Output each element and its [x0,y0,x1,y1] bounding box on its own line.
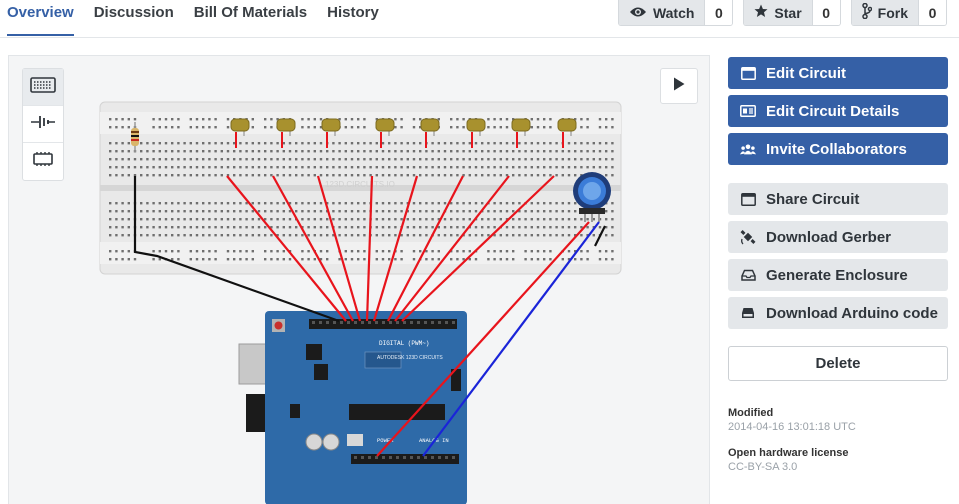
arduino-uno: DIGITAL (PWM~) AUTODESK 123D CIRCUITS PO… [238,311,467,504]
window-icon [740,65,756,81]
analog-wire [422,221,600,457]
license-info: Open hardware license CC-BY-SA 3.0 [728,447,848,473]
signal-wire [394,175,510,322]
watch-button[interactable]: Watch [618,0,705,25]
invite-collaborators-label: Invite Collaborators [766,140,907,158]
delete-label: Delete [815,355,861,372]
breadboard-view-icon [30,76,56,98]
signal-wire [272,175,354,322]
breadboard-watermark: 123D.CIRCUITS.IO [325,180,395,189]
wires [133,175,606,457]
fork-count: 0 [918,0,946,25]
star-label: Star [774,4,802,21]
window-icon [740,191,756,207]
edit-circuit-label: Edit Circuit [766,64,847,82]
edit-circuit-button[interactable]: Edit Circuit [728,57,948,89]
ground-wire [133,176,340,323]
board-brand: AUTODESK 123D CIRCUITS [377,355,443,361]
share-circuit-label: Share Circuit [766,190,860,208]
signal-wire [401,175,555,322]
delete-button[interactable]: Delete [728,346,948,381]
star-count: 0 [811,0,840,25]
share-circuit-button[interactable]: Share Circuit [728,183,948,215]
download-gerber-button[interactable]: Download Gerber [728,221,948,253]
fork-button[interactable]: Fork [851,0,918,25]
led [466,118,486,132]
edit-circuit-details-button[interactable]: Edit Circuit Details [728,95,948,127]
fork-counter[interactable]: Fork 0 [850,0,947,26]
led [230,118,250,132]
star-counter[interactable]: Star 0 [743,0,841,26]
circuit-drawing: 123D.CIRCUITS.IO [99,101,622,504]
pot-ground-wire [594,225,606,247]
resistor [131,122,139,152]
watch-label: Watch [652,4,695,21]
tab-bar: Overview Discussion Bill Of Materials Hi… [0,0,389,36]
breadboard-view-button[interactable] [23,69,63,106]
modified-value: 2014-04-16 13:01:18 UTC [728,421,856,433]
star-icon [754,4,768,21]
breadboard-holes [109,118,614,261]
led [420,118,440,132]
signal-wire [372,175,419,322]
signal-wire [387,175,464,322]
tab-overview[interactable]: Overview [7,0,74,36]
breadboard: 123D.CIRCUITS.IO [99,101,622,275]
tab-bill-of-materials[interactable]: Bill Of Materials [193,4,308,21]
modified-label: Modified [728,407,774,419]
download-arduino-code-button[interactable]: Download Arduino code [728,297,948,329]
social-counters: Watch 0 Star 0 Fork 0 [617,0,947,26]
license-value[interactable]: CC-BY-SA 3.0 [728,461,798,473]
license-label: Open hardware license [728,447,849,459]
led-row [230,118,577,148]
tab-history[interactable]: History [327,4,379,21]
schematic-view-icon [30,114,56,135]
led [511,118,531,132]
satellite-icon [740,229,756,245]
star-button[interactable]: Star [744,0,812,25]
circuit-canvas[interactable]: 123D.CIRCUITS.IO [8,55,710,504]
tab-divider [0,37,959,38]
invite-collaborators-button[interactable]: Invite Collaborators [728,133,948,165]
power-wire [376,221,590,457]
led [375,118,395,132]
modified-info: Modified 2014-04-16 13:01:18 UTC [728,407,856,433]
power-analog-header [354,456,455,459]
pcb-view-button[interactable] [23,143,63,180]
digital-header [312,321,455,324]
power-label: POWER [377,437,394,444]
download-arduino-code-label: Download Arduino code [766,304,938,322]
signal-wire [365,175,374,322]
schematic-view-button[interactable] [23,106,63,143]
tray-icon [740,267,756,283]
users-icon [740,141,756,157]
potentiometer [573,172,611,222]
download-gerber-label: Download Gerber [766,228,892,246]
signal-wire [316,175,362,322]
watch-counter[interactable]: Watch 0 [617,0,734,26]
pcb-view-icon [30,151,56,172]
fork-label: Fork [877,4,908,21]
hdd-icon [740,305,756,321]
signal-wire [226,175,347,322]
simulate-button[interactable] [660,68,698,104]
generate-enclosure-label: Generate Enclosure [766,266,908,284]
led [321,118,341,132]
led [276,118,296,132]
led [557,118,577,132]
fork-icon [861,2,872,22]
tab-discussion[interactable]: Discussion [93,4,174,21]
play-icon [673,77,685,96]
view-toolbar [22,68,64,181]
digital-label: DIGITAL (PWM~) [379,340,429,347]
eye-icon [629,5,647,21]
watch-count: 0 [704,0,733,25]
id-card-icon [740,103,756,119]
generate-enclosure-button[interactable]: Generate Enclosure [728,259,948,291]
edit-circuit-details-label: Edit Circuit Details [766,102,900,120]
